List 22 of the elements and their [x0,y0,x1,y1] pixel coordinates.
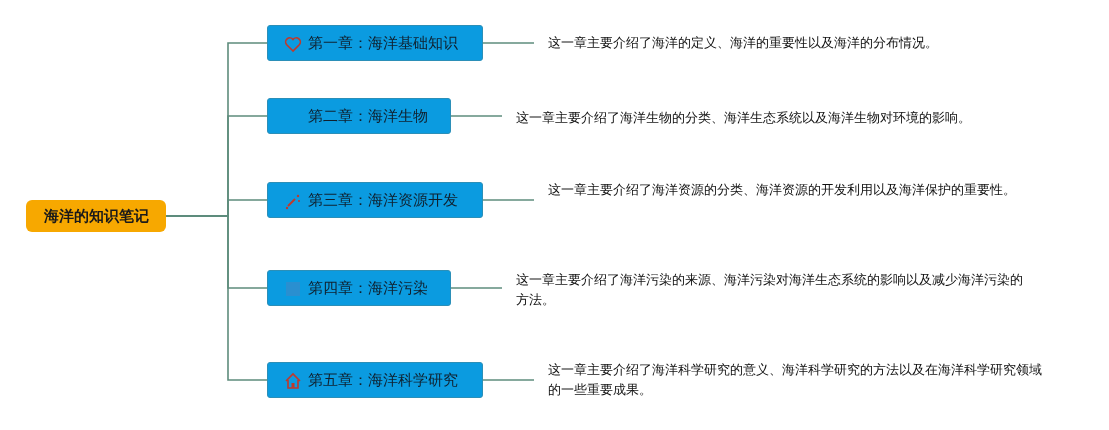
connector-line [450,115,503,117]
connector-line [482,199,535,201]
chapter-title: 第二章：海洋生物 [308,106,428,126]
connector-line [165,215,268,381]
description-text: 这一章主要介绍了海洋的定义、海洋的重要性以及海洋的分布情况。 [548,33,1028,53]
description-text: 这一章主要介绍了海洋科学研究的意义、海洋科学研究的方法以及在海洋科学研究领域的一些重要成果。 [548,360,1048,400]
description-text: 这一章主要介绍了海洋污染的来源、海洋污染对海洋生态系统的影响以及减少海洋污染的方法。 [516,270,1026,310]
connector-line [450,287,503,289]
chapter-title: 第五章：海洋科学研究 [308,370,458,390]
chapter-box [267,98,451,134]
description-text: 这一章主要介绍了海洋资源的分类、海洋资源的开发利用以及海洋保护的重要性。 [548,180,1038,200]
connector-line [482,42,535,44]
chapter-box [267,362,483,398]
chapter-title: 第一章：海洋基础知识 [308,33,458,53]
chapter-box [267,182,483,218]
connector-line [482,379,535,381]
description-text: 这一章主要介绍了海洋生物的分类、海洋生态系统以及海洋生物对环境的影响。 [516,108,1036,128]
chapter-title: 第四章：海洋污染 [308,278,428,298]
chapter-box [267,25,483,61]
chapter-box [267,270,451,306]
root-topic-box: 海洋的知识笔记 [26,200,166,232]
chapter-title: 第三章：海洋资源开发 [308,190,458,210]
